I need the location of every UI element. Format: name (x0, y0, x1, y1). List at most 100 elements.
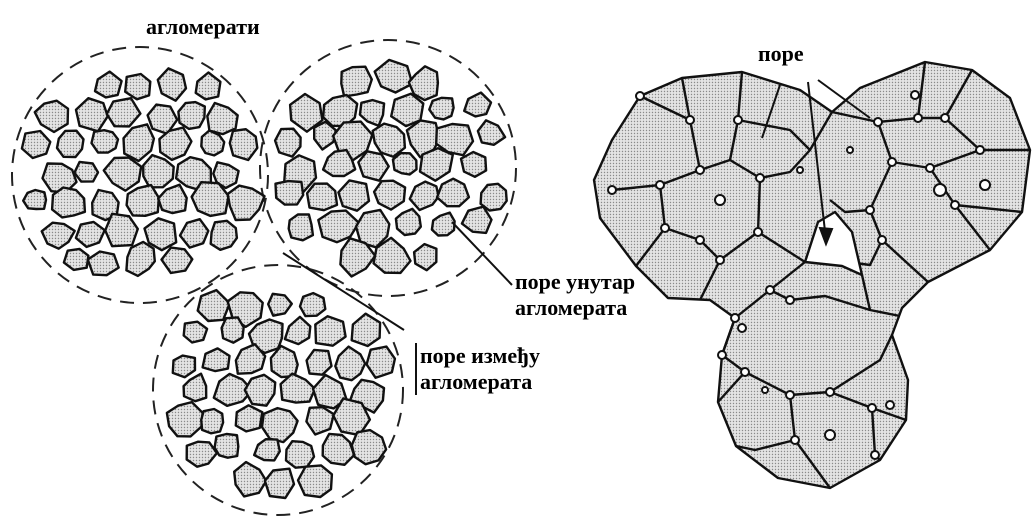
pore-32 (911, 91, 919, 99)
pore-31 (847, 147, 853, 153)
grain-c2-30 (215, 434, 239, 458)
grain-c2-27 (306, 407, 333, 434)
grain-c1-24 (338, 180, 369, 210)
grain-c0-0 (95, 72, 122, 98)
grain-c2-3 (300, 293, 325, 316)
grain-c0-37 (88, 252, 119, 276)
pore-2 (661, 224, 669, 232)
pore-12 (926, 164, 934, 172)
label-pores-between-line1: поре између (420, 343, 540, 369)
pore-33 (934, 184, 946, 196)
grain-c2-29 (187, 442, 217, 467)
grain-c1-8 (464, 93, 491, 117)
grain-c1-5 (360, 100, 384, 126)
pore-5 (754, 228, 762, 236)
pore-24 (791, 436, 799, 444)
grain-c0-9 (207, 103, 237, 134)
grain-c0-35 (211, 221, 237, 250)
grain-c0-31 (76, 222, 105, 247)
pore-11 (888, 158, 896, 166)
grain-c2-34 (352, 430, 386, 464)
grain-c0-39 (162, 248, 193, 273)
pore-27 (656, 181, 664, 189)
pore-38 (886, 401, 894, 409)
grain-c1-7 (429, 98, 453, 120)
label-pores-inside-line1: поре унутар (515, 269, 635, 295)
label-pores-between-line2: агломерата (420, 369, 540, 395)
pore-35 (797, 167, 803, 173)
grain-c1-25 (374, 181, 405, 210)
grain-c0-34 (180, 219, 208, 247)
grain-c0-30 (42, 223, 75, 249)
pore-21 (786, 391, 794, 399)
grain-c0-23 (23, 190, 46, 209)
pore-19 (718, 351, 726, 359)
grain-c0-1 (125, 74, 150, 99)
agglomerate-grains (22, 60, 507, 498)
grain-c2-11 (203, 348, 230, 371)
label-agglomerates: агломерати (146, 14, 260, 40)
pore-3 (696, 236, 704, 244)
grain-c1-0 (341, 67, 372, 97)
pore-28 (608, 186, 616, 194)
grain-c0-24 (52, 188, 85, 218)
pore-39 (762, 387, 768, 393)
grain-c2-35 (234, 462, 266, 496)
grain-c0-27 (158, 185, 187, 213)
grain-c1-18 (358, 151, 388, 180)
grain-c1-27 (437, 179, 469, 207)
grain-c2-14 (307, 350, 332, 375)
pore-0 (696, 166, 704, 174)
grain-c2-33 (323, 434, 354, 465)
grain-c2-32 (286, 441, 314, 468)
grain-c0-10 (22, 131, 50, 158)
pore-10 (941, 114, 949, 122)
grain-c1-22 (276, 181, 304, 205)
grain-c0-16 (230, 129, 257, 160)
grain-c0-26 (127, 185, 159, 216)
grain-c2-7 (285, 317, 310, 344)
grain-c0-18 (74, 162, 98, 182)
grain-c2-26 (262, 408, 298, 442)
grain-c1-32 (396, 209, 421, 235)
pore-18 (731, 314, 739, 322)
grain-c1-23 (307, 184, 337, 211)
grain-c0-28 (192, 182, 229, 216)
grain-c2-23 (167, 402, 203, 436)
pore-9 (914, 114, 922, 122)
grain-c1-34 (462, 207, 492, 233)
grain-c0-13 (124, 124, 154, 161)
pore-7 (734, 116, 742, 124)
grain-c2-20 (281, 374, 315, 403)
grain-c0-4 (35, 101, 68, 132)
grain-c2-36 (265, 469, 294, 498)
grain-c2-2 (268, 294, 292, 316)
pore-6 (686, 116, 694, 124)
pore-15 (878, 236, 886, 244)
grain-c0-19 (104, 158, 141, 191)
pore-37 (825, 430, 835, 440)
grain-c1-21 (461, 152, 486, 177)
pore-25 (871, 451, 879, 459)
grain-c0-29 (228, 186, 265, 220)
grain-c0-38 (126, 242, 154, 276)
grain-c1-15 (478, 120, 505, 144)
grain-c2-31 (254, 439, 280, 460)
label-pores: поре (758, 41, 804, 67)
grain-c0-6 (107, 98, 141, 126)
grain-c1-19 (393, 153, 417, 174)
label-pores-inside-agglomerates: поре унутар агломерата (515, 269, 635, 321)
pore-22 (826, 388, 834, 396)
grain-c1-37 (414, 244, 436, 270)
grain-c0-5 (76, 98, 108, 131)
grain-c2-15 (335, 347, 365, 381)
label-pores-inside-line2: агломерата (515, 295, 635, 321)
grain-c1-26 (410, 182, 439, 210)
grain-c2-24 (201, 409, 223, 433)
grain-c1-30 (318, 211, 359, 243)
grain-c2-16 (367, 347, 395, 378)
grain-c1-1 (375, 60, 413, 93)
grain-c2-9 (352, 314, 380, 346)
grain-c0-20 (143, 155, 174, 187)
